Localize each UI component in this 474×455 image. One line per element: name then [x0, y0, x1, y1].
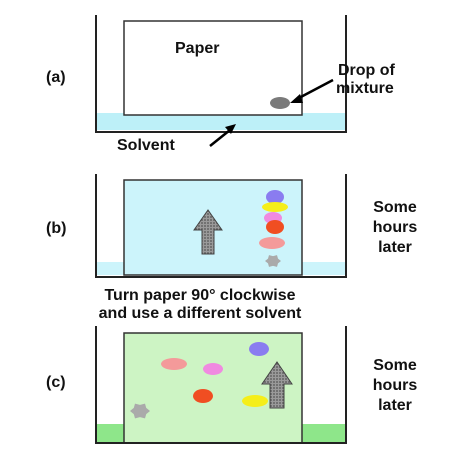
time-note-b-line1: Some — [373, 199, 417, 216]
panel-c — [95, 326, 347, 444]
up-arrow-icon — [261, 361, 293, 409]
solvent-layer-a — [96, 113, 346, 130]
pink-spot — [203, 363, 223, 375]
salmon-spot — [259, 237, 285, 249]
red-spot — [266, 220, 284, 234]
solvent-label: Solvent — [117, 137, 175, 154]
violet-spot — [249, 342, 269, 356]
panel-a — [95, 15, 347, 147]
time-note-b-line2: hours — [372, 219, 418, 236]
grey-spot — [265, 255, 281, 267]
instruction-line2: and use a different solvent — [98, 305, 302, 322]
step-label-b: (b) — [46, 220, 67, 237]
time-note-c-line3: later — [378, 397, 412, 414]
pointer-arrow-icon — [209, 124, 236, 147]
drop-label-line1: Drop of — [338, 62, 395, 79]
instruction-line1: Turn paper 90° clockwise — [104, 287, 296, 304]
violet-spot — [266, 190, 284, 204]
mixture-drop — [270, 97, 290, 109]
up-arrow-icon — [193, 209, 223, 255]
beaker-b — [95, 174, 347, 278]
yellow-spot — [242, 395, 268, 407]
salmon-spot — [161, 358, 187, 370]
beaker-a — [95, 15, 347, 133]
time-note-c-line2: hours — [372, 377, 418, 394]
grey-spot — [130, 403, 150, 419]
beaker-c — [95, 326, 347, 444]
yellow-spot — [262, 202, 288, 212]
step-label-c: (c) — [46, 374, 66, 391]
time-note-b-line3: later — [378, 239, 412, 256]
step-label-a: (a) — [46, 69, 66, 86]
paper-label: Paper — [175, 40, 220, 57]
red-spot — [193, 389, 213, 403]
panel-b — [95, 174, 347, 278]
drop-label-line2: mixture — [336, 80, 394, 97]
time-note-c-line1: Some — [373, 357, 417, 374]
pointer-arrow-icon — [290, 78, 334, 103]
